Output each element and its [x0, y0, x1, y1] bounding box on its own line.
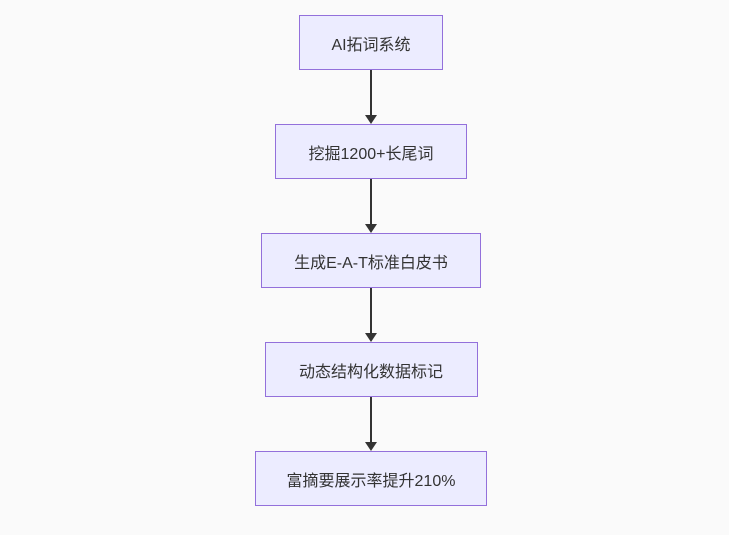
arrow-down-icon: [365, 442, 377, 451]
arrow-down-icon: [365, 115, 377, 124]
flow-node-ai-word-system: AI拓词系统: [299, 15, 443, 70]
arrow-down-icon: [365, 224, 377, 233]
flow-node-eat-whitepaper: 生成E-A-T标准白皮书: [261, 233, 481, 288]
flow-node-structured-data: 动态结构化数据标记: [264, 342, 478, 397]
flow-node-rich-snippet-result: 富摘要展示率提升210%: [255, 451, 487, 506]
flow-node-label: 富摘要展示率提升210%: [286, 472, 456, 490]
flowchart: AI拓词系统 挖掘1200+长尾词 生成E-A-T标准白皮书 动态结构化数据标记: [255, 15, 487, 506]
flow-node-label: AI拓词系统: [331, 36, 411, 54]
flow-arrow-1: [365, 70, 377, 124]
flow-arrow-2: [365, 179, 377, 233]
flow-arrow-3: [365, 288, 377, 342]
flow-node-label: 生成E-A-T标准白皮书: [294, 254, 448, 272]
flow-arrow-4: [365, 397, 377, 451]
arrow-shaft: [370, 288, 372, 333]
flow-node-label: 动态结构化数据标记: [298, 363, 443, 381]
arrow-shaft: [370, 397, 372, 442]
arrow-shaft: [370, 179, 372, 224]
arrow-down-icon: [365, 333, 377, 342]
arrow-shaft: [370, 70, 372, 115]
flow-node-label: 挖掘1200+长尾词: [308, 145, 434, 163]
flow-node-longtail-keywords: 挖掘1200+长尾词: [275, 124, 467, 179]
